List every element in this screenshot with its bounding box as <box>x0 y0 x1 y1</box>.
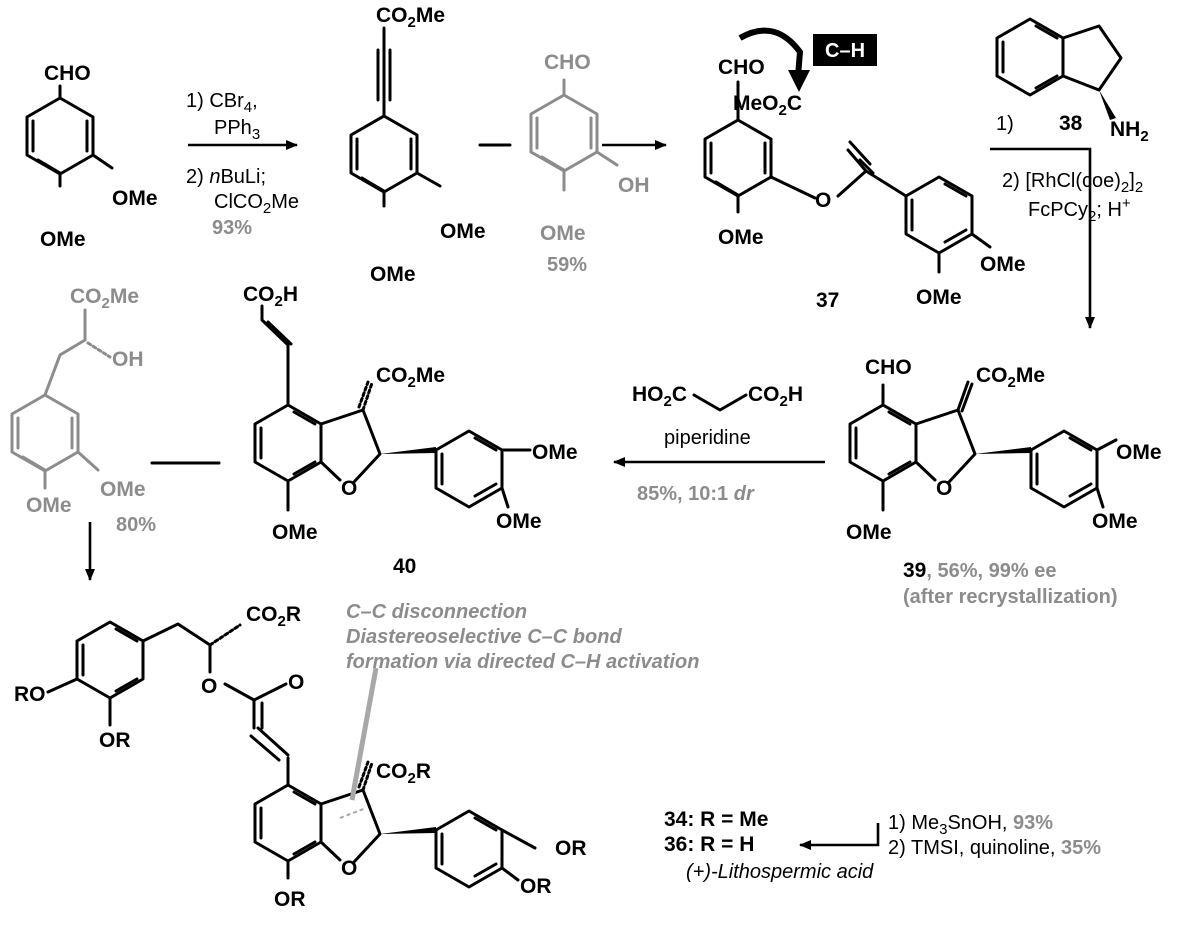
lactate-ome-3: OMe <box>100 478 146 501</box>
alkyne-ome-3: OMe <box>440 220 486 243</box>
final-product: RO OR CO2R O O CO2R O OR OR OR C–C disco… <box>14 601 699 911</box>
c40-co2h: CO2H <box>243 283 298 310</box>
c39-co2me: CO2Me <box>976 364 1045 391</box>
phenol-oh: OH <box>618 174 650 197</box>
lithospermic-acid-name: (+)-Lithospermic acid <box>686 861 874 883</box>
label-36: 36: R = H <box>664 833 754 856</box>
reaction-arrow-6 <box>799 823 880 850</box>
phenol-reagent: CHO OH OMe 59% <box>478 51 667 276</box>
c40-ome-c: OMe <box>272 521 318 544</box>
start-aldehyde: CHO OMe OMe <box>25 62 158 251</box>
cha-step1: 1) <box>996 113 1014 135</box>
note-diastereoselective: Diastereoselective C–C bond <box>346 626 622 648</box>
yield-85: 85%, 10:1 dr <box>637 483 755 505</box>
final-or-4: OR <box>274 888 306 911</box>
c37-ome-b: OMe <box>980 253 1026 276</box>
label-40: 40 <box>393 555 416 578</box>
reaction-arrow-3 <box>990 147 1095 329</box>
c39-label-line: 39, 56%, 99% ee <box>903 559 1056 582</box>
c37-ome-c: OMe <box>916 286 962 309</box>
deprotection-step: 34: R = Me 36: R = H (+)-Lithospermic ac… <box>664 808 1101 883</box>
disconnection-wavy <box>339 807 367 819</box>
cond-piperidine: piperidine <box>664 427 751 449</box>
c37-cho: CHO <box>718 56 765 79</box>
final-or-2: OR <box>555 837 587 860</box>
compound-40: CO2H CO2Me O OMe OMe OMe 40 <box>243 283 578 578</box>
final-or-3: OR <box>520 875 552 898</box>
cond-pph3: PPh3 <box>214 117 260 143</box>
c39-ome-a: OMe <box>1116 441 1162 464</box>
ch-badge-label: C–H <box>825 40 865 62</box>
cond-tmsi: 2) TMSI, quinoline, 35% <box>888 837 1101 859</box>
final-ro: RO <box>14 683 46 706</box>
final-ester-o: O <box>201 675 217 698</box>
final-ring-o: O <box>341 857 357 880</box>
phenol-cho: CHO <box>544 51 591 74</box>
disconnection-line <box>349 667 379 801</box>
c39-recryst: (after recrystallization) <box>903 586 1118 608</box>
label-34: 34: R = Me <box>664 808 768 831</box>
cond-me3snoh: 1) Me3SnOH, 93% <box>888 812 1053 838</box>
lactate-oh: OH <box>112 348 144 371</box>
final-co2r-2: CO2R <box>376 760 431 787</box>
yield-93: 93% <box>212 217 252 239</box>
cha-step: 1) 38 NH2 2) [RhCl(coe)2]2 FcPCy2; H+ <box>990 17 1149 329</box>
note-ch-activation: formation via directed C–H activation <box>346 651 699 673</box>
final-or-1: OR <box>99 729 131 752</box>
directing-arrow <box>738 27 804 77</box>
directing-arrowhead <box>788 70 810 92</box>
yield-59: 59% <box>547 254 587 276</box>
cha-step2: 2) [RhCl(coe)2]2 <box>1002 170 1143 196</box>
alkynylation-step: 1) CBr4, PPh3 2) nBuLi; ClCO2Me 93% <box>186 90 299 239</box>
compound-37: CHO MeO2C O OMe OMe OMe 37 C–H <box>703 27 1026 312</box>
compound-39: CHO CO2Me O OMe OMe OMe 39, 56%, 99% ee … <box>846 356 1162 608</box>
phenol-ome: OMe <box>540 222 586 245</box>
start-ome-4: OMe <box>40 228 86 251</box>
c40-co2me: CO2Me <box>376 364 445 391</box>
knoevenagel-step: HO2C CO2H piperidine 85%, 10:1 dr <box>613 383 825 505</box>
c39-ome-b: OMe <box>1092 510 1138 533</box>
cond-cbr4: 1) CBr4, <box>186 90 258 116</box>
ch-badge <box>813 34 877 66</box>
label-38: 38 <box>1059 112 1083 135</box>
alkyne-ome-4: OMe <box>370 263 416 286</box>
lactate-ome-4: OMe <box>26 494 72 517</box>
c39-ome-c: OMe <box>846 521 892 544</box>
alkyne-co2me: CO2Me <box>376 4 445 31</box>
c37-ome-a: OMe <box>718 226 764 249</box>
lactate-co2me: CO2Me <box>70 285 139 312</box>
alkyne-ester: CO2Me OMe OMe <box>349 4 486 286</box>
yield-80: 80% <box>116 514 156 536</box>
start-ome-3: OMe <box>112 187 158 210</box>
cha-step2b: FcPCy2; H+ <box>1028 195 1131 225</box>
c40-ring-o: O <box>341 477 357 500</box>
malonic-ho2c: HO2C <box>632 383 687 410</box>
c37-meo2c: MeO2C <box>733 92 802 119</box>
final-co2r-1: CO2R <box>246 603 301 630</box>
start-cho: CHO <box>44 62 91 85</box>
final-carbonyl-o: O <box>288 671 304 694</box>
malonic-co2h: CO2H <box>748 383 803 410</box>
c40-ome-b: OMe <box>496 510 542 533</box>
note-cc-disconnection: C–C disconnection <box>346 601 527 623</box>
amine-nh2: NH2 <box>1110 118 1149 145</box>
lactate-fragment: CO2Me OH OMe OMe 80% <box>10 285 221 581</box>
label-37: 37 <box>816 289 839 312</box>
c37-ether-o: O <box>815 189 831 212</box>
cond-clco2me: ClCO2Me <box>214 191 299 217</box>
c40-ome-a: OMe <box>532 441 578 464</box>
c39-ring-o: O <box>936 477 952 500</box>
c39-cho: CHO <box>865 356 912 379</box>
cond-nbuli: 2) nBuLi; <box>186 166 266 188</box>
